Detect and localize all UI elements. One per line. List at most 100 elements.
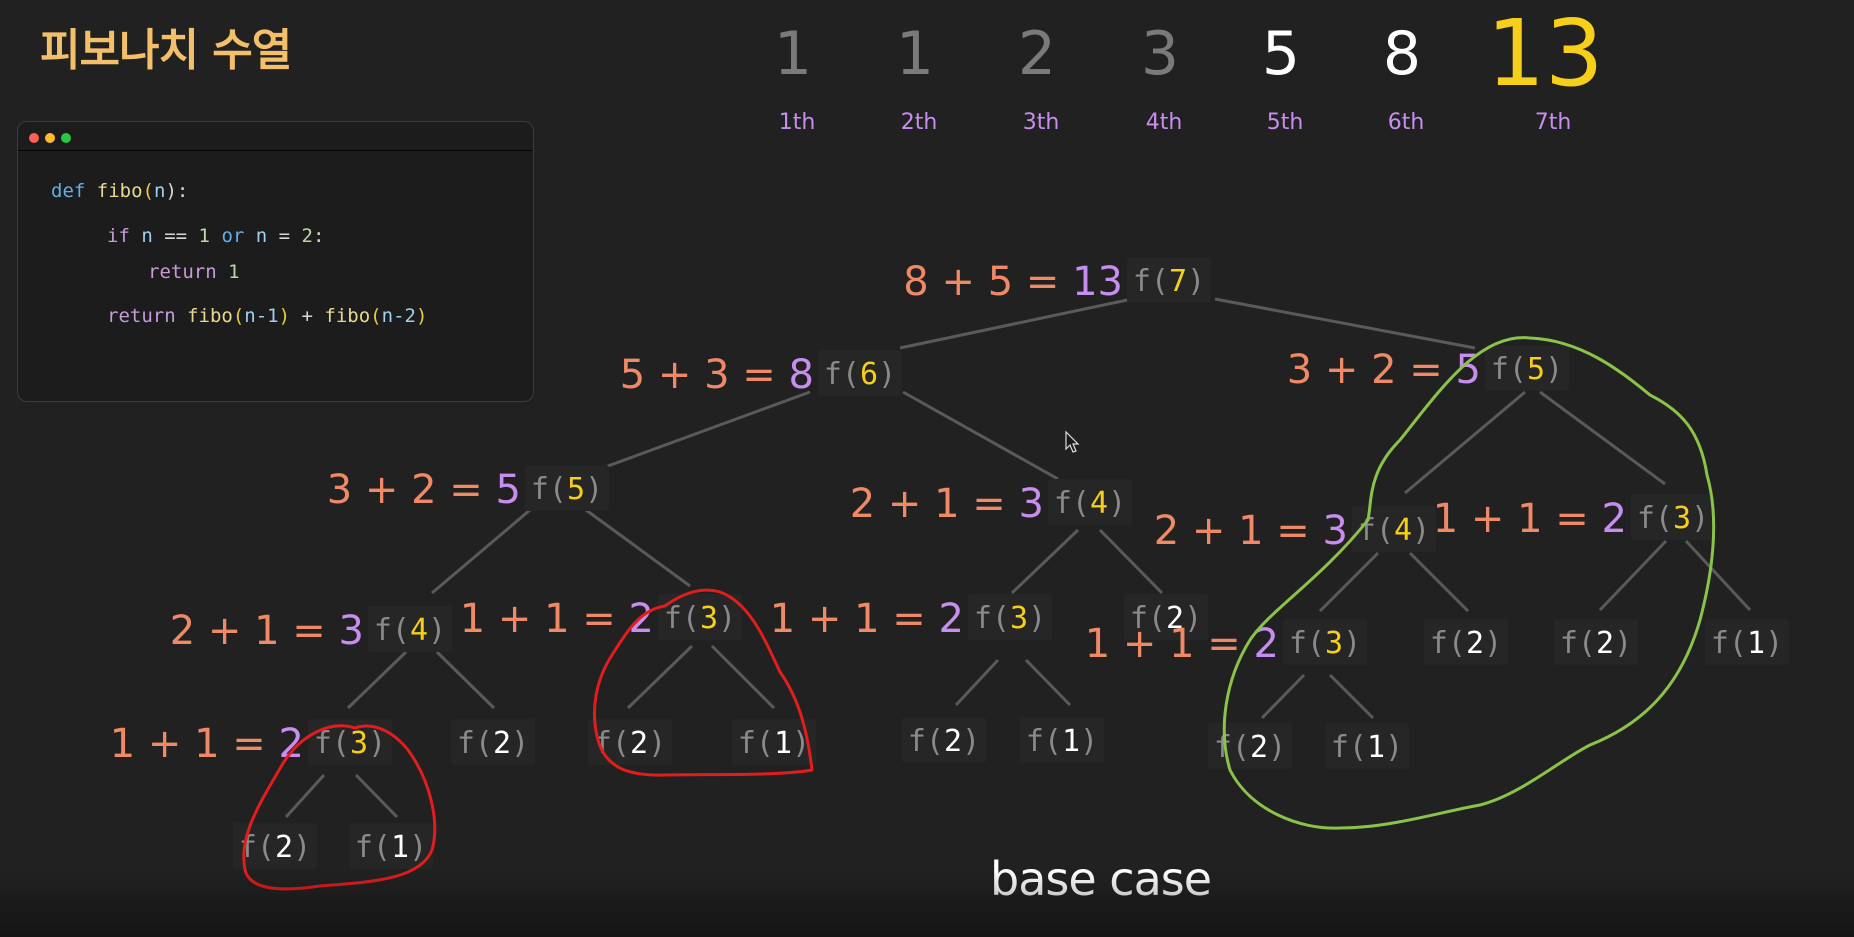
tree-edge <box>1214 297 1476 350</box>
sum-operand: 2 <box>170 608 195 654</box>
tree-node: f(1) <box>349 823 433 869</box>
tree-node: f(2) <box>1124 594 1208 640</box>
sequence-value: 1 <box>773 19 813 89</box>
sum-expression: 1 + 1 = 2 <box>460 596 654 642</box>
sequence-value: 5 <box>1261 19 1301 89</box>
sum-operand: 3 <box>1287 347 1312 393</box>
sum-result: 3 <box>339 608 364 654</box>
call-argument: 3 <box>1673 501 1691 536</box>
tree-node: f(6)5 + 3 = 8 <box>620 350 902 398</box>
sum-expression: 1 + 1 = 2 <box>770 596 964 642</box>
call-label: f(6) <box>824 357 896 392</box>
sum-operand: 1 <box>1433 496 1458 542</box>
call-argument: 3 <box>1010 601 1028 636</box>
code-token: or <box>210 225 256 247</box>
tree-nodes: f(7)8 + 5 = 13f(6)5 + 3 = 8 f(5)3 + 2 = 5… <box>110 257 1789 869</box>
sum-operand: 2 <box>850 481 875 527</box>
call-label: f(3) <box>974 601 1046 636</box>
tree-edge <box>431 508 531 595</box>
call-label: f(2) <box>1214 730 1286 765</box>
sum-operand: 1 <box>544 596 569 642</box>
sum-operand: 2 <box>411 467 436 513</box>
code-token: if <box>107 225 142 247</box>
sum-expression: 1 + 1 = 2 <box>110 721 304 767</box>
tree-edge <box>899 297 1133 350</box>
mouse-cursor-icon <box>1065 430 1080 453</box>
tree-edge <box>1684 539 1752 612</box>
tree-edge <box>1010 528 1080 595</box>
call-argument: 3 <box>1325 626 1343 661</box>
sequence-value: 2 <box>1017 19 1057 89</box>
tree-edge <box>1408 551 1470 613</box>
call-box <box>368 606 452 652</box>
maximize-dot-icon <box>61 133 71 143</box>
tree-edge <box>1260 673 1306 720</box>
call-box <box>1424 619 1508 665</box>
sum-expression: 3 + 2 = 5 <box>1287 347 1481 393</box>
call-label: f(3) <box>1637 501 1709 536</box>
call-label: f(1) <box>738 726 810 761</box>
code-token: + <box>290 305 325 327</box>
tree-node: f(4)2 + 1 = 3 <box>850 479 1132 527</box>
tree-node: f(4) 2 + 1 = 3 <box>170 606 452 654</box>
sum-operand: 2 <box>1371 347 1396 393</box>
highlight-circle <box>1222 336 1716 830</box>
call-box <box>451 719 535 765</box>
call-label: f(1) <box>1026 724 1098 759</box>
call-argument: 1 <box>774 726 792 761</box>
tree-edge <box>954 658 1000 707</box>
tree-node: f(3) 1 + 1 = 2 <box>110 719 392 767</box>
call-label: f(4) <box>1358 513 1430 548</box>
code-token: n <box>141 225 153 247</box>
call-box <box>1048 479 1132 525</box>
call-box <box>818 350 902 396</box>
call-box <box>1124 594 1208 640</box>
code-token: ) <box>278 305 291 327</box>
code-token: ( <box>232 305 245 327</box>
call-box <box>902 717 986 763</box>
call-argument: 2 <box>1166 601 1184 636</box>
sum-operand: 3 <box>704 352 729 398</box>
code-line: if n == 1 or n = 2: <box>107 225 324 247</box>
call-box <box>1352 506 1436 552</box>
sequence-ordinal: 6th <box>1387 110 1425 135</box>
call-box <box>732 719 816 765</box>
call-argument: 2 <box>944 724 962 759</box>
sequence-ordinal: 2th <box>900 110 938 135</box>
call-label: f(4) <box>1054 486 1126 521</box>
sum-expression: 2 + 1 = 3 <box>170 608 364 654</box>
sum-operand: 1 <box>1169 621 1194 667</box>
sum-operand: 1 <box>1238 508 1263 554</box>
sum-operand: 1 <box>934 481 959 527</box>
minimize-dot-icon <box>45 133 55 143</box>
code-token: : <box>313 225 325 247</box>
sum-expression: 1 + 1 = 2 <box>1433 496 1627 542</box>
sum-expression: 2 + 1 = 3 <box>1154 508 1348 554</box>
tree-node: f(7)8 + 5 = 13 <box>903 257 1211 305</box>
call-argument: 4 <box>1090 486 1108 521</box>
sum-result: 8 <box>789 352 814 398</box>
call-argument: 4 <box>410 613 428 648</box>
call-argument: 2 <box>1466 626 1484 661</box>
sum-result: 2 <box>1254 621 1279 667</box>
tree-node: f(2) <box>588 719 672 765</box>
call-argument: 2 <box>493 726 511 761</box>
code-token: ( <box>370 305 382 327</box>
code-token: = <box>267 225 302 247</box>
code-token: ( <box>142 180 154 202</box>
call-label: f(3) <box>664 601 736 636</box>
code-token: def <box>51 180 97 202</box>
sequence-ordinal: 3th <box>1022 110 1060 135</box>
call-label: f(4) <box>374 613 446 648</box>
sum-operand: 1 <box>770 596 795 642</box>
tree-edge <box>585 508 691 588</box>
tree-node: f(2) <box>902 717 986 763</box>
call-label: f(3) <box>314 726 386 761</box>
tree-node: f(5)3 + 2 = 5 <box>327 465 609 513</box>
sum-result: 13 <box>1072 259 1123 305</box>
call-label: f(2) <box>1560 626 1632 661</box>
sum-operand: 3 <box>327 467 352 513</box>
